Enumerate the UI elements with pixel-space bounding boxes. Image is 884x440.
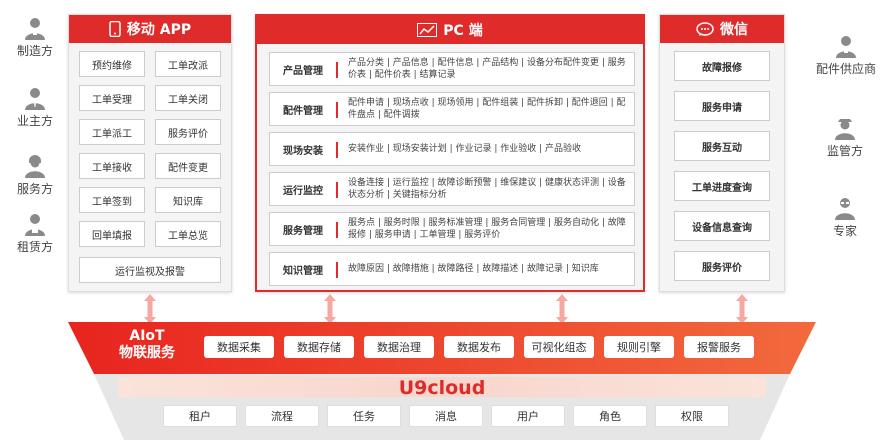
pc-module-functions: 故障原因 | 故障措施 | 故障路径 | 故障描述 | 故障记录 | 知识库	[348, 264, 599, 274]
mobile-item: 工单关闭	[155, 85, 221, 111]
role-label: 监管方	[826, 144, 863, 158]
pc-module-name: 服务管理	[283, 225, 323, 237]
line-chart-icon	[417, 23, 438, 37]
aiot-service-item: 可视化组态	[524, 336, 594, 358]
platform-item: 流程	[245, 405, 319, 427]
platform-item: 用户	[491, 405, 565, 427]
role-supplier: 配件供应商	[805, 34, 884, 77]
aiot-title-line1: AIoT	[129, 328, 165, 344]
aiot-service-item: 数据治理	[364, 336, 434, 358]
mobile-item: 服务评价	[155, 119, 221, 145]
manufacturer-person-icon	[25, 18, 45, 40]
role-label: 服务方	[16, 182, 53, 196]
leasing-person-icon	[25, 214, 45, 236]
pc-module-divider	[336, 142, 338, 158]
aiot-service-item: 规则引擎	[604, 336, 674, 358]
platform-item: 任务	[327, 405, 401, 427]
wechat-item: 服务互动	[674, 131, 770, 161]
wechat-item: 设备信息查询	[674, 211, 770, 241]
pc-module-name: 配件管理	[283, 105, 323, 117]
aiot-title: AIoT 物联服务	[108, 328, 186, 362]
pc-module-functions: 服务点 | 服务时限 | 服务标准管理 | 服务合同管理 | 服务自动化 | 故…	[348, 218, 626, 240]
role-expert: 专家	[810, 196, 880, 239]
pc-module-name: 现场安装	[283, 145, 323, 157]
pc-module-row: 现场安装 安装作业 | 现场安装计划 | 作业记录 | 作业验收 | 产品验收	[269, 132, 635, 166]
pc-module-divider	[336, 182, 338, 198]
wechat-panel: 微信 故障报修服务申请服务互动工单进度查询设备信息查询服务评价	[659, 14, 785, 292]
pc-module-name: 知识管理	[283, 265, 323, 277]
platform-item: 消息	[409, 405, 483, 427]
mobile-item: 工单签到	[79, 187, 145, 213]
expert-person-icon	[835, 198, 855, 220]
u9cloud-logo: U9cloud	[398, 377, 486, 399]
connector-arrow-pc-right	[556, 294, 568, 324]
pc-module-row: 服务管理 服务点 | 服务时限 | 服务标准管理 | 服务合同管理 | 服务自动化…	[269, 212, 635, 246]
role-leasing: 租赁方	[0, 212, 70, 255]
service-person-icon	[25, 155, 45, 178]
aiot-service-item: 报警服务	[684, 336, 754, 358]
role-owner: 业主方	[0, 86, 70, 129]
mobile-item: 工单总览	[155, 221, 221, 247]
wechat-item: 故障报修	[674, 51, 770, 81]
mobile-item: 配件变更	[155, 153, 221, 179]
pc-panel: PC 端 产品管理 产品分类 | 产品信息 | 配件信息 | 产品结构 | 设备分…	[255, 14, 645, 292]
pc-header: PC 端	[257, 16, 643, 44]
platform-item: 权限	[655, 405, 729, 427]
role-service: 服务方	[0, 154, 70, 197]
role-label: 专家	[832, 224, 857, 238]
connector-arrow-wechat	[736, 294, 748, 324]
aiot-title-line2: 物联服务	[119, 345, 175, 361]
aiot-service-item: 数据存储	[284, 336, 354, 358]
mobile-app-header: 移动 APP	[69, 15, 231, 43]
pc-module-functions: 设备连接 | 运行监控 | 故障诊断预警 | 维保建议 | 健康状态评测 | 设…	[348, 178, 626, 200]
mobile-item: 知识库	[155, 187, 221, 213]
wechat-title: 微信	[720, 22, 748, 38]
supplier-person-icon	[836, 36, 856, 58]
pc-module-divider	[336, 222, 338, 238]
wechat-item: 服务评价	[674, 251, 770, 281]
mobile-item: 回单填报	[79, 221, 145, 247]
mobile-app-panel: 移动 APP 预约维修工单改派工单受理工单关闭工单派工服务评价工单接收配件变更工…	[68, 14, 232, 292]
role-label: 租赁方	[16, 240, 53, 254]
role-regulator: 监管方	[810, 116, 880, 159]
pc-module-name: 运行监控	[283, 185, 323, 197]
wechat-header: 微信	[660, 15, 784, 43]
pc-module-divider	[336, 262, 338, 278]
pc-module-functions: 安装作业 | 现场安装计划 | 作业记录 | 作业验收 | 产品验收	[348, 144, 582, 154]
mobile-wide-item: 运行监视及报警	[79, 257, 221, 283]
aiot-service-item: 数据采集	[204, 336, 274, 358]
owner-person-icon	[25, 88, 45, 110]
pc-module-row: 产品管理 产品分类 | 产品信息 | 配件信息 | 产品结构 | 设备分布配件变更…	[269, 52, 635, 86]
role-label: 制造方	[16, 44, 53, 58]
pc-module-functions: 产品分类 | 产品信息 | 配件信息 | 产品结构 | 设备分布配件变更 | 服…	[348, 58, 626, 80]
pc-module-row: 运行监控 设备连接 | 运行监控 | 故障诊断预警 | 维保建议 | 健康状态评测…	[269, 172, 635, 206]
mobile-item: 工单受理	[79, 85, 145, 111]
role-label: 业主方	[16, 114, 53, 128]
wechat-item: 服务申请	[674, 91, 770, 121]
connector-arrow-mobile	[144, 294, 156, 324]
mobile-app-title: 移动 APP	[126, 22, 192, 38]
aiot-band	[68, 322, 816, 374]
pc-module-row: 知识管理 故障原因 | 故障措施 | 故障路径 | 故障描述 | 故障记录 | 知…	[269, 252, 635, 286]
role-manufacturer: 制造方	[0, 16, 70, 59]
pc-module-divider	[336, 62, 338, 78]
pc-module-name: 产品管理	[283, 65, 323, 77]
connector-arrow-pc-left	[324, 294, 336, 324]
mobile-item: 工单接收	[79, 153, 145, 179]
platform-item: 角色	[573, 405, 647, 427]
aiot-service-item: 数据发布	[444, 336, 514, 358]
platform-item: 租户	[163, 405, 237, 427]
wechat-bubble-icon	[696, 21, 714, 36]
mobile-item: 工单派工	[79, 119, 145, 145]
role-label: 配件供应商	[815, 62, 876, 76]
mobile-item: 预约维修	[79, 51, 145, 77]
regulator-person-icon	[835, 119, 855, 140]
mobile-item: 工单改派	[155, 51, 221, 77]
pc-module-divider	[336, 102, 338, 118]
mobile-phone-icon	[109, 21, 121, 37]
pc-module-row: 配件管理 配件申请 | 现场点收 | 现场领用 | 配件组装 | 配件拆卸 | 配…	[269, 92, 635, 126]
pc-module-functions: 配件申请 | 现场点收 | 现场领用 | 配件组装 | 配件拆卸 | 配件退回 …	[348, 98, 626, 120]
wechat-item: 工单进度查询	[674, 171, 770, 201]
pc-title: PC 端	[443, 23, 483, 39]
